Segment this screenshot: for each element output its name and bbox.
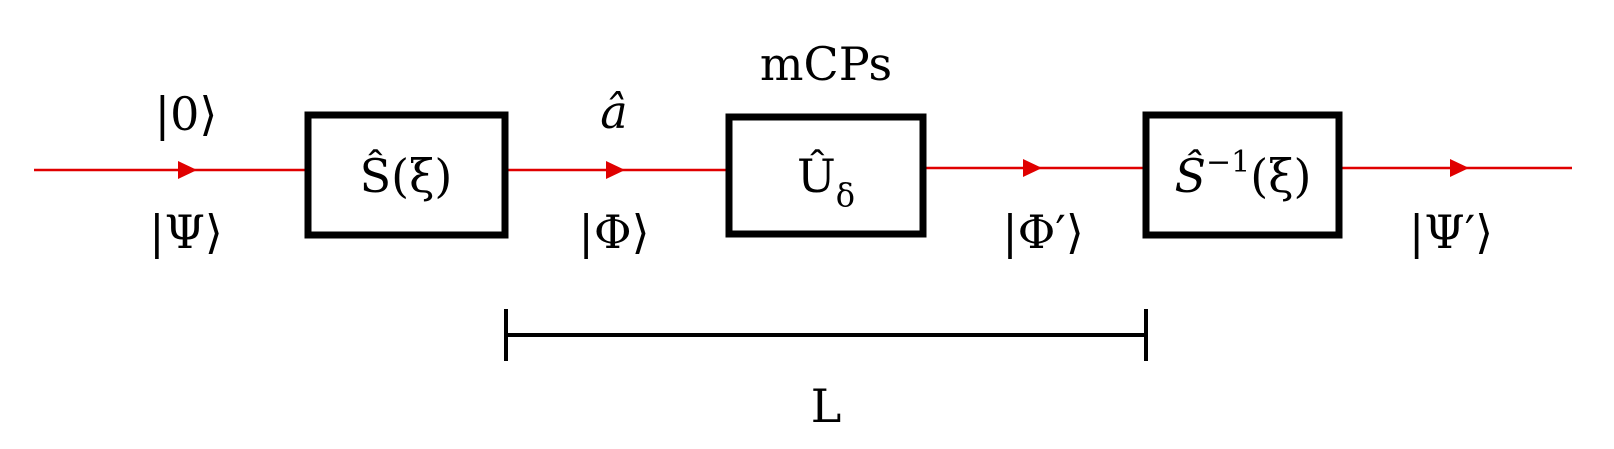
arrowhead-input [178,161,197,179]
antisqueezer-box [1142,111,1343,239]
mcps-label-sub: δ [836,176,855,214]
vacuum-state-label: |0⟩ [155,87,218,141]
squeezer-box [304,111,509,239]
psi-out-label: |Ψ′⟩ [1409,205,1493,259]
phi-prime-label: |Φ′⟩ [1002,205,1084,259]
arrowhead-middle-1 [606,161,625,179]
arrowhead-output [1450,159,1469,177]
length-label: L [811,379,842,433]
psi-in-label: |Ψ⟩ [149,205,223,259]
mcps-box [725,113,927,238]
mcps-title: mCPs [760,37,892,91]
antisqueezer-label-tail: (ξ) [1250,149,1311,203]
mcps-label-base: Û [797,148,836,203]
antisqueezer-label: Ŝ−1(ξ) [1175,145,1312,203]
operator-label: â [600,85,627,139]
length-bracket [504,309,1148,361]
arrowhead-middle-2 [1023,159,1042,177]
antisqueezer-label-base: Ŝ [1175,148,1207,203]
antisqueezer-label-sup: −1 [1206,145,1250,180]
phi-label: |Φ⟩ [578,205,649,259]
squeezer-label: Ŝ(ξ) [360,148,453,203]
mcps-label: Ûδ [797,148,855,214]
